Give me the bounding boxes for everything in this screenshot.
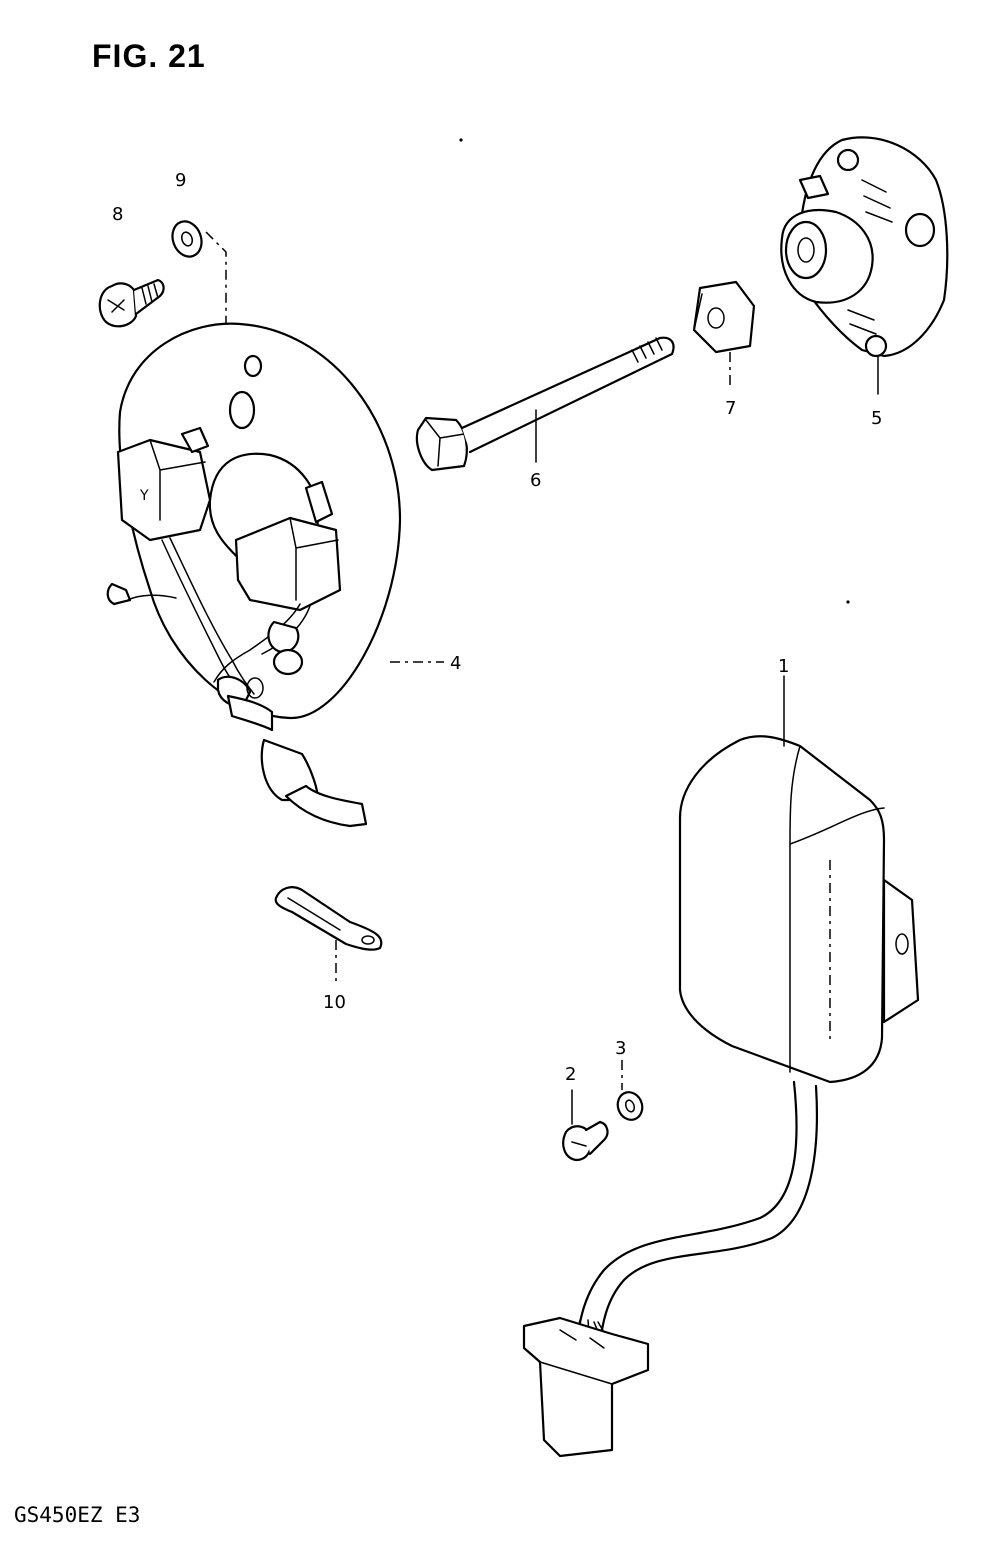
part-7-nut <box>692 280 756 354</box>
model-code: GS450EZ E3 <box>14 1503 141 1527</box>
callout-4: 4 <box>450 653 461 674</box>
coil-marking-left: Y <box>139 488 149 504</box>
callout-1: 1 <box>778 656 789 677</box>
figure-title: FIG. 21 <box>92 38 206 74</box>
part-3-washer <box>616 1091 644 1121</box>
callout-5: 5 <box>871 408 882 429</box>
scan-speck <box>846 600 850 604</box>
scan-speck <box>459 138 463 142</box>
callout-9: 9 <box>175 170 186 191</box>
callout-10: 10 <box>323 992 346 1013</box>
callout-7: 7 <box>725 398 736 419</box>
part-5-governor <box>780 136 949 358</box>
callout-2: 2 <box>565 1064 576 1085</box>
part-1-igniter <box>522 735 920 1458</box>
part-4-pickup-plate: Y <box>106 322 402 828</box>
part-2-screw <box>562 1120 609 1162</box>
callout-3: 3 <box>615 1038 626 1059</box>
callout-6: 6 <box>530 470 541 491</box>
part-6-bolt <box>415 336 675 472</box>
part-10-clamp <box>274 886 383 951</box>
callout-8: 8 <box>112 204 123 225</box>
part-8-screw <box>98 278 165 328</box>
part-9-washer <box>171 220 203 258</box>
